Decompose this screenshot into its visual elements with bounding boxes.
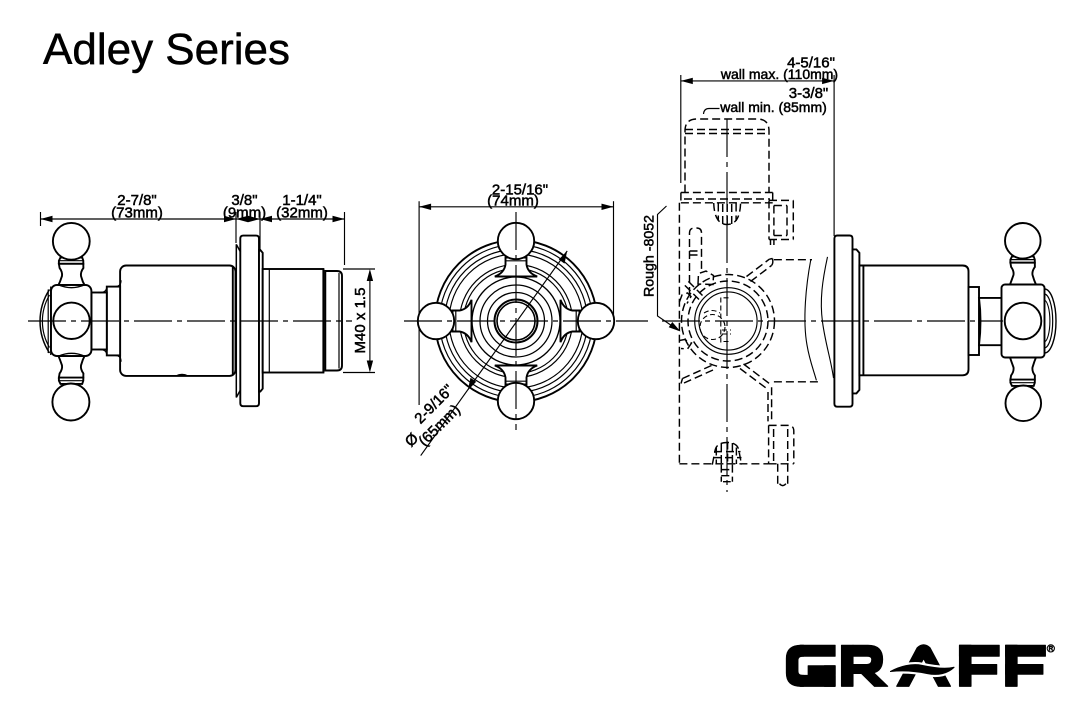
svg-text:3/8": 3/8" — [231, 192, 257, 209]
svg-text:2-15/16": 2-15/16" — [492, 181, 548, 198]
svg-text:R: R — [1049, 646, 1054, 653]
svg-text:(74mm): (74mm) — [487, 193, 539, 210]
svg-text:wall min. (85mm): wall min. (85mm) — [719, 99, 827, 115]
svg-text:Adley Series: Adley Series — [43, 25, 290, 74]
svg-text:wall max. (110mm): wall max. (110mm) — [720, 66, 838, 82]
svg-text:3-3/8": 3-3/8" — [789, 85, 829, 102]
svg-text:1-1/4": 1-1/4" — [282, 192, 322, 209]
svg-text:4-5/16": 4-5/16" — [787, 55, 835, 72]
svg-text:Rough -8052: Rough -8052 — [642, 215, 658, 297]
svg-text:(32mm): (32mm) — [276, 205, 328, 222]
svg-text:(73mm): (73mm) — [111, 205, 163, 222]
svg-text:M40 x 1.5: M40 x 1.5 — [352, 288, 369, 354]
svg-text:2-7/8": 2-7/8" — [117, 192, 157, 209]
svg-text:(9mm): (9mm) — [223, 205, 266, 222]
